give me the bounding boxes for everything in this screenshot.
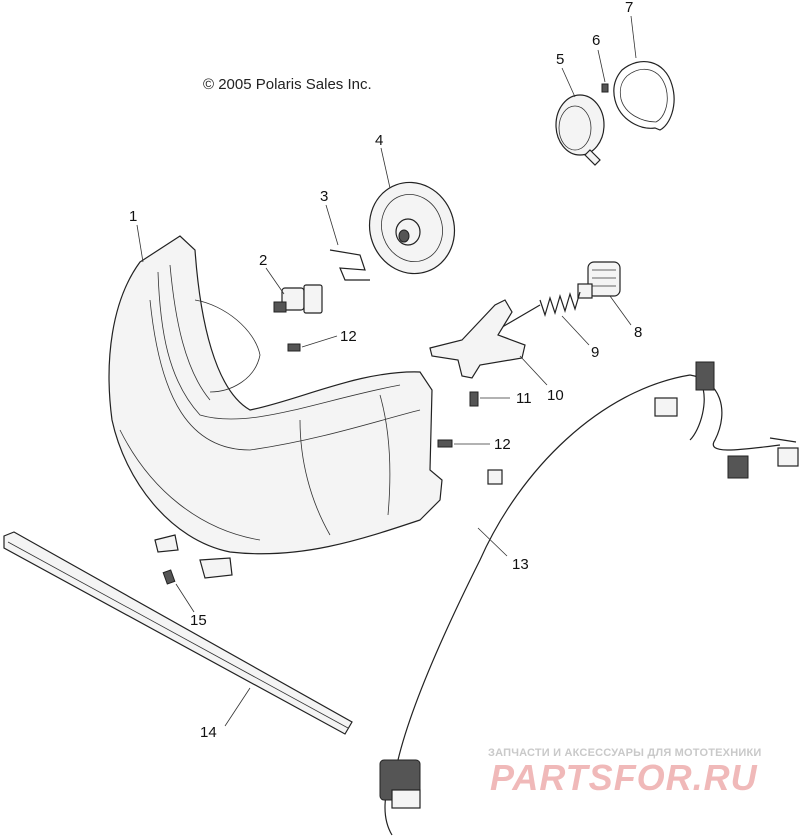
callout-10: 10 [547, 387, 564, 404]
callout-4: 4 [375, 132, 384, 149]
retaining-clip [329, 249, 370, 281]
callout-8: 8 [634, 324, 643, 341]
bulb [273, 284, 323, 314]
callout-12-lower: 12 [494, 436, 511, 453]
screw [601, 83, 609, 93]
trim-clip [162, 569, 176, 585]
bulb-cover [368, 181, 456, 275]
callout-9: 9 [591, 344, 600, 361]
callout-7: 7 [625, 0, 634, 16]
headlight-housing [108, 235, 443, 579]
fastener-upper [287, 343, 301, 352]
gasket [613, 61, 675, 131]
callout-5: 5 [556, 51, 565, 68]
callout-12-upper: 12 [340, 328, 357, 345]
callout-11: 11 [516, 390, 532, 407]
speed-nut [487, 469, 503, 485]
parking-lamp [555, 94, 605, 166]
adjuster-knob [577, 261, 621, 299]
fastener-lower [437, 439, 453, 448]
trim-strip [3, 531, 353, 735]
callout-3: 3 [320, 188, 329, 205]
adjuster-bracket [429, 299, 526, 379]
wiring-harness [379, 361, 799, 836]
callout-15: 15 [190, 612, 207, 629]
callout-2: 2 [259, 252, 268, 269]
copyright-text: © 2005 Polaris Sales Inc. [203, 76, 372, 93]
callout-1: 1 [129, 208, 138, 225]
leader-lines [136, 15, 637, 727]
watermark-tagline: ЗАПЧАСТИ И АКСЕССУАРЫ ДЛЯ МОТОТЕХНИКИ [488, 747, 762, 759]
callout-14: 14 [200, 724, 217, 741]
callout-6: 6 [592, 32, 601, 49]
callout-13: 13 [512, 556, 529, 573]
watermark-logo: PARTSFOR.RU [490, 757, 758, 798]
bracket-screw [469, 391, 479, 407]
